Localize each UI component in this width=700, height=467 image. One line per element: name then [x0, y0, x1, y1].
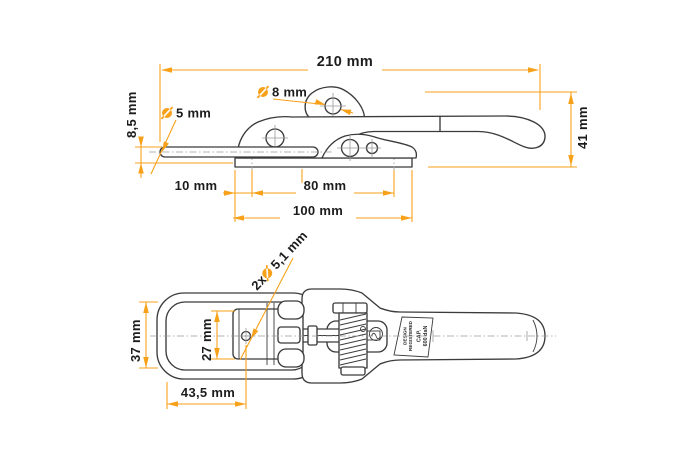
arrowhead-icon [568, 155, 574, 166]
arrowhead-icon [138, 136, 144, 147]
dim-bottom-row: 10 mm 80 mm 100 mm [175, 169, 413, 222]
arrowhead-icon [383, 190, 394, 196]
arrowhead-icon [252, 190, 263, 196]
dim-rod-height: 8,5 mm [124, 91, 233, 178]
arrowhead-icon [314, 99, 326, 105]
arrowhead-icon [214, 348, 220, 359]
arrowhead-icon [235, 401, 246, 407]
dim-loop-inner-width: 37 mm [128, 301, 158, 369]
loop-inner-width-label: 37 mm [128, 319, 143, 362]
arrowhead-icon [138, 163, 144, 174]
body-block [321, 133, 418, 161]
coil-hatching [339, 313, 367, 366]
diameter-icon [160, 106, 174, 120]
arrowhead-icon [251, 328, 259, 339]
base-plate-side [234, 157, 413, 168]
arrowhead-icon [161, 67, 172, 73]
arrowhead-icon [143, 357, 149, 368]
arrowhead-icon [214, 311, 220, 322]
hole-offset-label: 10 mm [175, 178, 218, 193]
arrowhead-icon [340, 109, 352, 116]
top-view: DESIGN REGISTERED CAP. 600 daN 37 mm [128, 228, 556, 409]
rod-diameter-label: 5 mm [176, 106, 211, 121]
arrowhead-icon [528, 67, 539, 73]
arrowhead-icon [568, 93, 574, 104]
side-view: 210 mm 8 mm 5 mm 8,5 mm [124, 54, 590, 222]
arrowhead-icon [224, 190, 235, 196]
arrowhead-icon [401, 215, 412, 221]
marking-design-line1: DESIGN [403, 327, 408, 345]
dim-top-hole-diameter: 8 mm [256, 85, 354, 116]
dim-loop-length: 43,5 mm [166, 345, 247, 409]
dim-lever-height: 41 mm [425, 91, 590, 168]
arrowhead-icon [162, 141, 169, 152]
hole-spacing-label: 80 mm [304, 178, 347, 193]
dim-rod-diameter: 5 mm [150, 106, 211, 175]
top-hole-diameter-label: 8 mm [272, 85, 307, 100]
diameter-icon [256, 85, 270, 99]
overall-length-label: 210 mm [317, 54, 373, 70]
dim-bracket-width: 27 mm [199, 310, 235, 361]
dim-overall-length: 210 mm [159, 54, 541, 142]
arrowhead-icon [233, 215, 244, 221]
lever-tip-line [532, 319, 538, 353]
base-length-label: 100 mm [293, 203, 343, 218]
bracket-width-label: 27 mm [199, 318, 214, 361]
rod-height-label: 8,5 mm [124, 91, 139, 138]
arrowhead-icon [143, 302, 149, 313]
marking-cap-line1: CAP. [417, 329, 423, 342]
lever-height-label: 41 mm [575, 106, 590, 149]
spring-coil [332, 302, 368, 376]
bracket [232, 300, 305, 368]
arrowhead-icon [167, 401, 178, 407]
loop-length-label: 43,5 mm [181, 385, 235, 400]
